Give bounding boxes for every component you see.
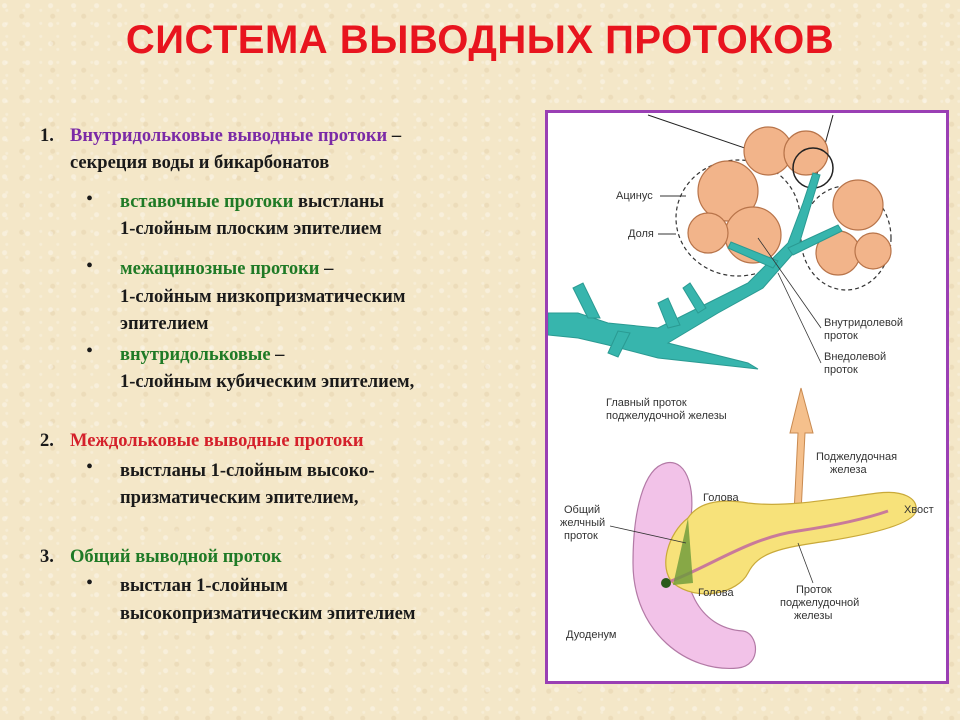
- diagram-panel: Ацинус Доля Внутридолевой проток Внедоле…: [545, 110, 949, 684]
- section-2-heading: Междольковые выводные протоки: [70, 431, 364, 451]
- bullet-dot: •: [86, 340, 94, 362]
- bullet-1-line1: вставочные протоки выстланы: [120, 189, 384, 216]
- section-2-bullet-line1: выстланы 1-слойным высоко-: [120, 461, 375, 481]
- label-pancreatic-duct-3: железы: [794, 610, 832, 622]
- acinus-clusters: [687, 126, 892, 276]
- label-head-top: Голова: [703, 492, 739, 504]
- label-pancreas-1: Поджелудочная: [816, 451, 897, 463]
- bullet-2-term: межацинозные протоки: [120, 259, 320, 279]
- label-bile-duct-3: проток: [564, 530, 598, 542]
- bullet-dot: •: [86, 572, 94, 594]
- pancreas-diagram: Ацинус Доля Внутридолевой проток Внедоле…: [547, 114, 934, 669]
- label-interlobular-1: Внедолевой: [824, 351, 886, 363]
- section-2-bullet-line2: призматическим эпителием,: [120, 488, 359, 508]
- bile-duct-shape: [673, 518, 693, 585]
- duct-tree: [547, 172, 843, 370]
- lobule-outline: [800, 185, 892, 291]
- page-title: СИСТЕМА ВЫВОДНЫХ ПРОТОКОВ: [125, 18, 835, 62]
- section-2-number: 2.: [40, 431, 54, 451]
- bullet-3-term: внутридольковые: [120, 345, 271, 365]
- bullet-dot: •: [86, 255, 94, 277]
- bullet-3-line1: внутридольковые –: [120, 342, 284, 369]
- label-lobule: Доля: [628, 228, 654, 240]
- label-intralobular-2: проток: [824, 330, 858, 342]
- bullet-3-line2: 1-слойным кубическим эпителием,: [120, 372, 415, 392]
- bullet-2-line3: эпителием: [120, 314, 209, 334]
- section-3-heading: Общий выводной проток: [70, 547, 282, 567]
- label-pancreas-2: железа: [830, 464, 867, 476]
- section-1-heading: Внутридольковые выводные протоки: [70, 126, 388, 146]
- bullet-2-rest: –: [319, 259, 334, 279]
- label-duodenum: Дуоденум: [566, 629, 616, 641]
- bullet-2-line2: 1-слойным низкопризматическим: [120, 287, 406, 307]
- papilla-dot: [661, 578, 671, 588]
- bullet-2-line1: межацинозные протоки –: [120, 256, 333, 283]
- label-bile-duct-1: Общий: [564, 504, 600, 516]
- section-1-subtitle: секреция воды и бикарбонатов: [70, 153, 330, 173]
- bullet-3-rest: –: [270, 345, 285, 365]
- section-1-number: 1.: [40, 126, 54, 146]
- section-3-bullet-line2: высокопризматическим эпителием: [120, 604, 416, 624]
- pancreas-shape: [665, 491, 917, 595]
- label-main-duct-2: поджелудочной железы: [606, 410, 727, 422]
- bullet-1-term: вставочные протоки: [120, 192, 294, 212]
- label-interlobular-2: проток: [824, 364, 858, 376]
- bullet-dot: •: [86, 188, 94, 210]
- label-tail: Хвост: [904, 504, 934, 516]
- label-acinus: Ацинус: [616, 190, 653, 202]
- label-main-duct-1: Главный проток: [606, 397, 687, 409]
- bullet-dot: •: [86, 456, 94, 478]
- section-1-heading-tail: –: [387, 126, 402, 146]
- label-pancreatic-duct-1: Проток: [796, 584, 832, 596]
- label-head-bottom: Голова: [698, 587, 734, 599]
- section-3-bullet-line1: выстлан 1-слойным: [120, 576, 288, 596]
- bullet-1-line2: 1-слойным плоским эпителием: [120, 219, 382, 239]
- pancreatic-duct-line: [665, 509, 889, 585]
- bullet-1-rest: выстланы: [293, 192, 385, 212]
- label-bile-duct-2: желчный: [560, 517, 605, 529]
- label-pancreatic-duct-2: поджелудочной: [780, 597, 859, 609]
- label-intralobular-1: Внутридолевой: [824, 317, 903, 329]
- section-3-number: 3.: [40, 547, 54, 567]
- section-1-heading-line: Внутридольковые выводные протоки –: [70, 123, 401, 150]
